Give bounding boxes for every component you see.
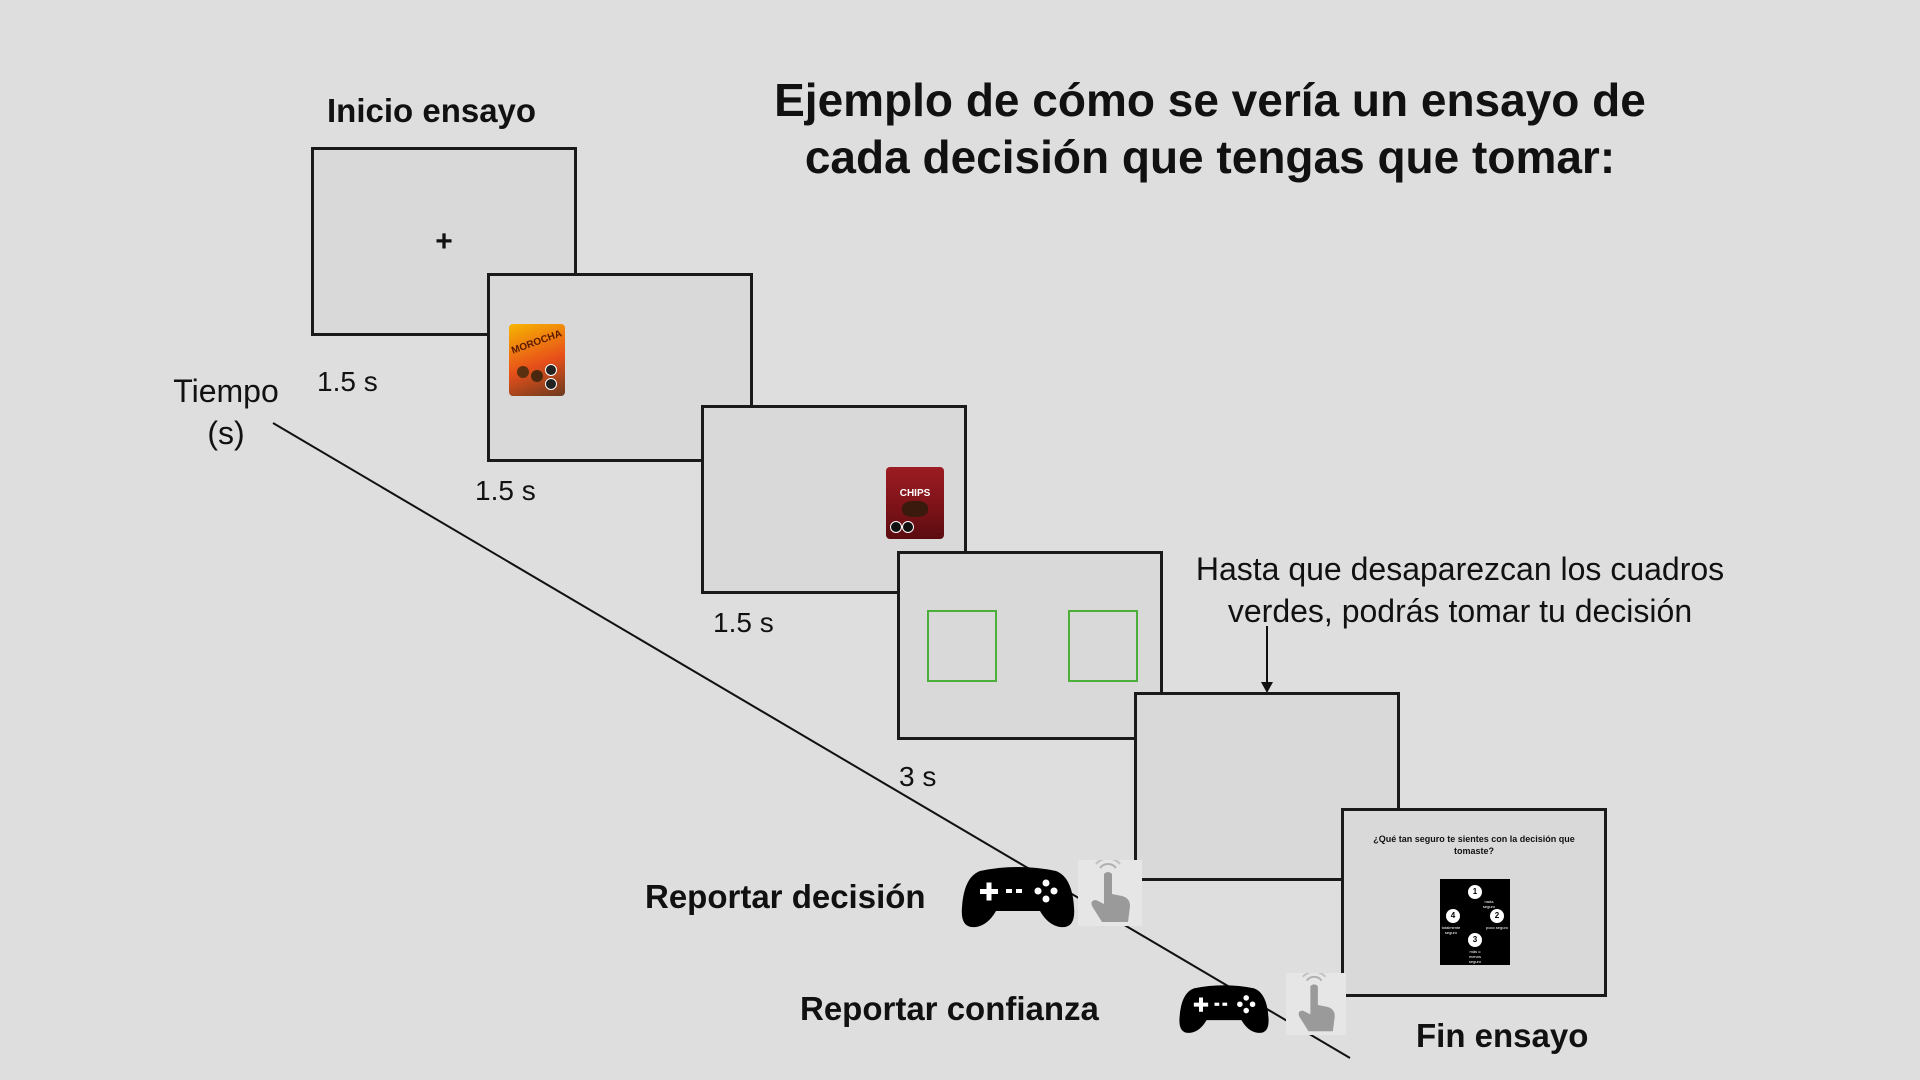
- start-trial-label: Inicio ensayo: [327, 92, 537, 129]
- title-line-2: cada decisión que tengas que tomar:: [804, 131, 1616, 183]
- annotation-line-2: verdes, podrás tomar tu decisión: [1227, 593, 1693, 629]
- snack-package-2: CHIPS: [886, 467, 944, 539]
- report-decision-label: Reportar decisión: [645, 878, 926, 915]
- annotation-arrow-head: [1261, 682, 1273, 693]
- confidence-option-3: 3: [1468, 933, 1482, 947]
- page-title: Ejemplo de cómo se vería un ensayo de ca…: [690, 72, 1730, 186]
- annotation-line-1: Hasta que desaparezcan los cuadros: [1195, 551, 1725, 587]
- green-box-left: [927, 610, 997, 682]
- time-axis-label: Tiempo (s): [167, 370, 285, 454]
- response-window-annotation: Hasta que desaparezcan los cuadros verde…: [1160, 548, 1760, 632]
- touch-hand-icon: [1286, 970, 1346, 1035]
- snack-2-brand: CHIPS: [899, 488, 931, 499]
- confidence-option-3-label: más o menos seguro: [1468, 949, 1482, 964]
- touch-hand-icon: [1078, 857, 1142, 926]
- confidence-option-4: 4: [1446, 909, 1460, 923]
- gamepad-icon: [960, 863, 1076, 936]
- duration-label-2: 1.5 s: [475, 475, 536, 506]
- confidence-option-1-label: nada seguro: [1482, 899, 1496, 909]
- screen-response-window: [897, 551, 1163, 740]
- duration-label-4: 3 s: [899, 761, 937, 792]
- duration-label-3: 1.5 s: [713, 607, 774, 638]
- title-line-1: Ejemplo de cómo se vería un ensayo de: [774, 74, 1646, 126]
- fixation-cross: +: [435, 224, 453, 258]
- confidence-option-2-label: poco seguro: [1486, 925, 1509, 930]
- snack-1-brand: MOROCHA: [510, 328, 564, 357]
- time-axis-label-line-1: Tiempo: [173, 373, 279, 409]
- confidence-scale-panel: 1 nada seguro 2 poco seguro 3 más o meno…: [1440, 879, 1510, 965]
- duration-label-1: 1.5 s: [317, 366, 378, 397]
- screen-confidence: ¿Qué tan seguro te sientes con la decisi…: [1341, 808, 1607, 997]
- green-box-right: [1068, 610, 1138, 682]
- confidence-option-4-label: totalmente seguro: [1441, 925, 1461, 935]
- confidence-question: ¿Qué tan seguro te sientes con la decisi…: [1373, 834, 1575, 856]
- time-axis-label-line-2: (s): [207, 415, 245, 451]
- confidence-option-2: 2: [1490, 909, 1504, 923]
- snack-package-1: MOROCHA: [509, 324, 565, 396]
- end-trial-label: Fin ensayo: [1416, 1017, 1589, 1054]
- gamepad-icon: [1178, 982, 1270, 1041]
- report-confidence-label: Reportar confianza: [800, 990, 1099, 1027]
- confidence-option-1: 1: [1468, 885, 1482, 899]
